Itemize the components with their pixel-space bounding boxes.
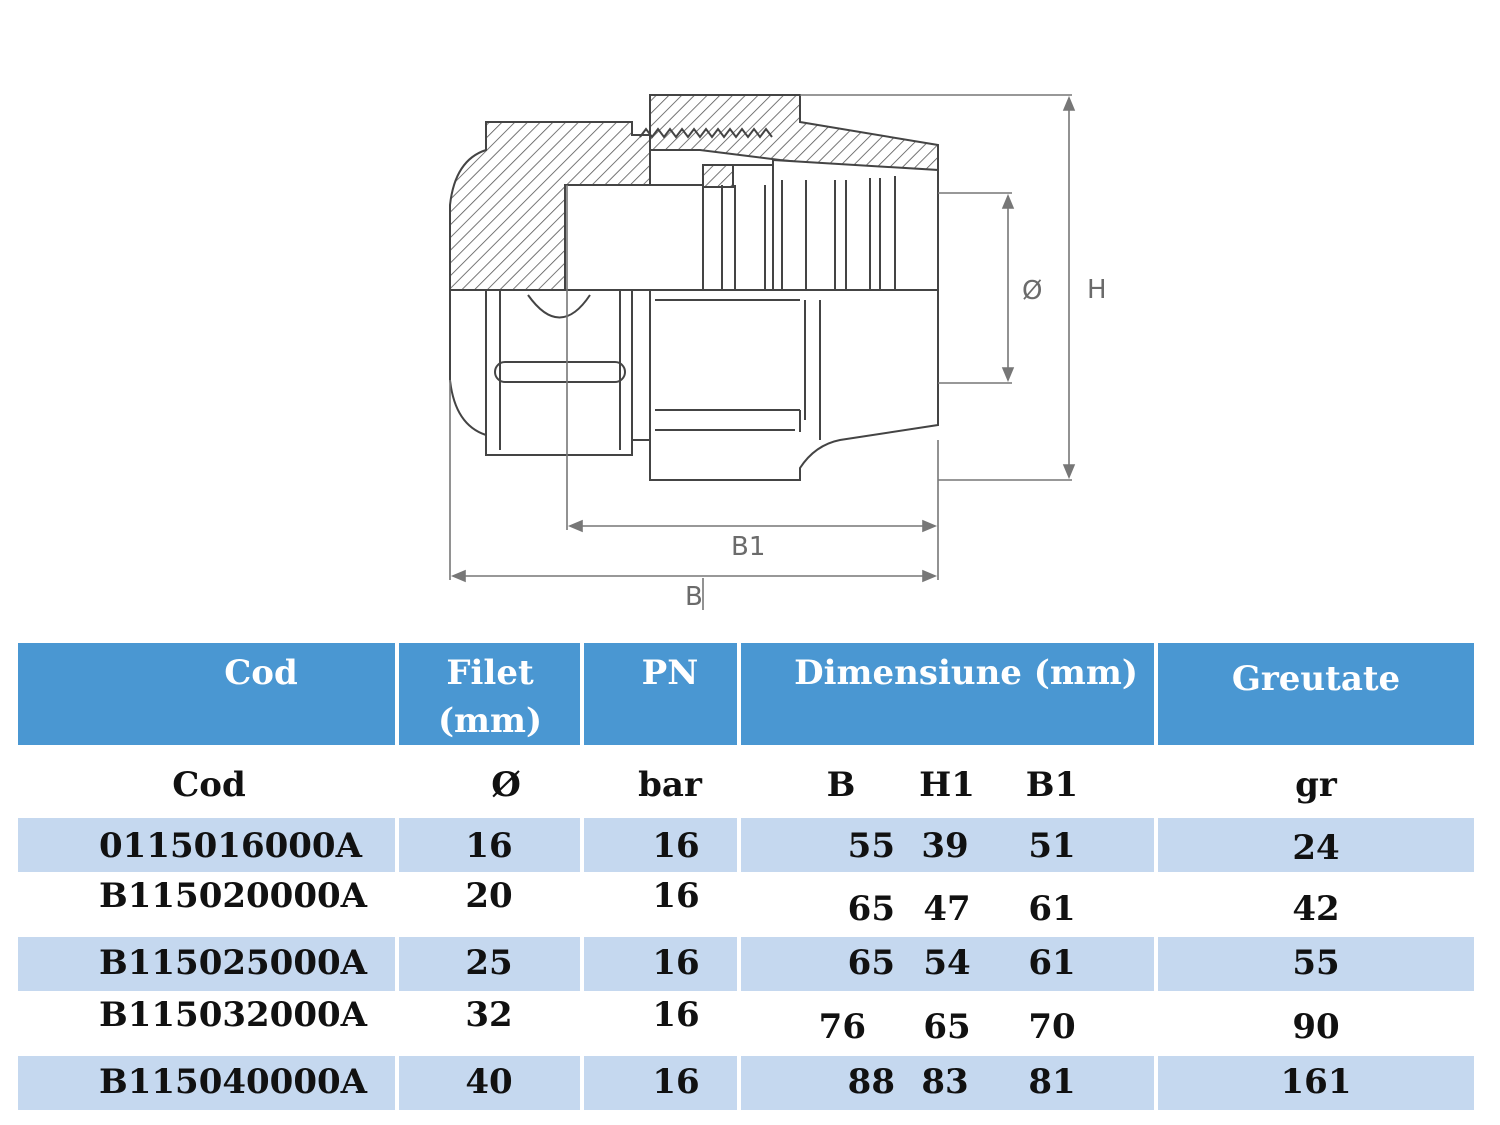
cell-b1: 81 bbox=[1028, 1062, 1076, 1102]
cell-greutate: 90 bbox=[1292, 1007, 1340, 1047]
cell-b: 65 bbox=[847, 943, 895, 983]
cell-filet: 20 bbox=[465, 876, 513, 916]
table-row: B115032000A 32 16 76 65 70 90 bbox=[18, 995, 1474, 1053]
cell-h1: 39 bbox=[921, 826, 969, 866]
header-filet-line1: Filet bbox=[446, 653, 534, 693]
unit-cod: Cod bbox=[172, 765, 246, 805]
header-cod: Cod bbox=[224, 653, 298, 693]
fitting-section-view bbox=[449, 94, 939, 291]
cell-greutate: 24 bbox=[1292, 828, 1340, 868]
cell-h1: 65 bbox=[923, 1007, 971, 1047]
fitting-external-view bbox=[449, 290, 939, 481]
cell-b: 88 bbox=[847, 1062, 895, 1102]
header-filet-line2: (mm) bbox=[437, 701, 543, 741]
unit-greutate: gr bbox=[1295, 765, 1337, 805]
cell-greutate: 55 bbox=[1292, 943, 1340, 983]
cell-greutate: 42 bbox=[1292, 889, 1340, 929]
header-cell-dimensiune: Dimensiune (mm) bbox=[741, 643, 1154, 745]
table-units-row: Cod Ø bar B H1 B1 gr bbox=[18, 749, 1474, 813]
height-label: H bbox=[1087, 275, 1107, 305]
table-header-row: Cod Filet (mm) PN Dimensiune (mm) Greuta… bbox=[18, 643, 1474, 745]
header-pn: PN bbox=[641, 653, 699, 693]
unit-b: B bbox=[826, 765, 856, 805]
cell-pn: 16 bbox=[652, 876, 700, 916]
cell-b: 65 bbox=[847, 889, 895, 929]
b1-label: B1 bbox=[731, 532, 765, 562]
cell-greutate: 161 bbox=[1280, 1062, 1352, 1102]
cell-filet: 40 bbox=[465, 1062, 513, 1102]
diameter-label: Ø bbox=[1022, 276, 1042, 306]
header-cell-pn: PN bbox=[584, 643, 737, 745]
cell-h1: 83 bbox=[921, 1062, 969, 1102]
cell-b: 76 bbox=[818, 1007, 866, 1047]
unit-pn: bar bbox=[638, 765, 702, 805]
b-label: B bbox=[685, 582, 703, 612]
cell-b1: 70 bbox=[1028, 1007, 1076, 1047]
header-cell-greutate: Greutate bbox=[1158, 643, 1474, 745]
table-row: B115020000A 20 16 65 47 61 42 bbox=[18, 876, 1474, 934]
unit-b1: B1 bbox=[1025, 765, 1079, 805]
unit-h1: H1 bbox=[919, 765, 975, 805]
unit-filet: Ø bbox=[491, 765, 521, 805]
header-dimensiune: Dimensiune (mm) bbox=[794, 653, 1138, 693]
cell-cod: 0115016000A bbox=[99, 826, 362, 866]
cell-b: 55 bbox=[847, 826, 895, 866]
cell-cod: B115025000A bbox=[99, 943, 368, 983]
cell-cod: B115040000A bbox=[99, 1062, 368, 1102]
cell-b1: 61 bbox=[1028, 943, 1076, 983]
cell-filet: 25 bbox=[465, 943, 513, 983]
cell-filet: 32 bbox=[465, 995, 513, 1035]
cell-pn: 16 bbox=[652, 826, 700, 866]
dimension-lines bbox=[449, 94, 1076, 610]
cell-h1: 47 bbox=[923, 889, 971, 929]
cell-filet: 16 bbox=[465, 826, 513, 866]
cell-b1: 51 bbox=[1028, 826, 1076, 866]
cell-cod: B115032000A bbox=[99, 995, 368, 1035]
header-greutate: Greutate bbox=[1231, 659, 1401, 699]
header-cell-cod: Cod bbox=[18, 643, 395, 745]
cell-b1: 61 bbox=[1028, 889, 1076, 929]
table-row: B115040000A 40 16 88 83 81 161 bbox=[18, 1056, 1474, 1110]
cell-h1: 54 bbox=[923, 943, 971, 983]
header-cell-filet: Filet (mm) bbox=[399, 643, 580, 745]
cell-pn: 16 bbox=[652, 943, 700, 983]
fitting-technical-drawing: Ø H B1 B bbox=[449, 94, 1107, 612]
cell-pn: 16 bbox=[652, 1062, 700, 1102]
cell-pn: 16 bbox=[652, 995, 700, 1035]
cell-cod: B115020000A bbox=[99, 876, 368, 916]
table-row: 0115016000A 16 16 55 39 51 24 bbox=[18, 818, 1474, 872]
table-row: B115025000A 25 16 65 54 61 55 bbox=[18, 937, 1474, 991]
